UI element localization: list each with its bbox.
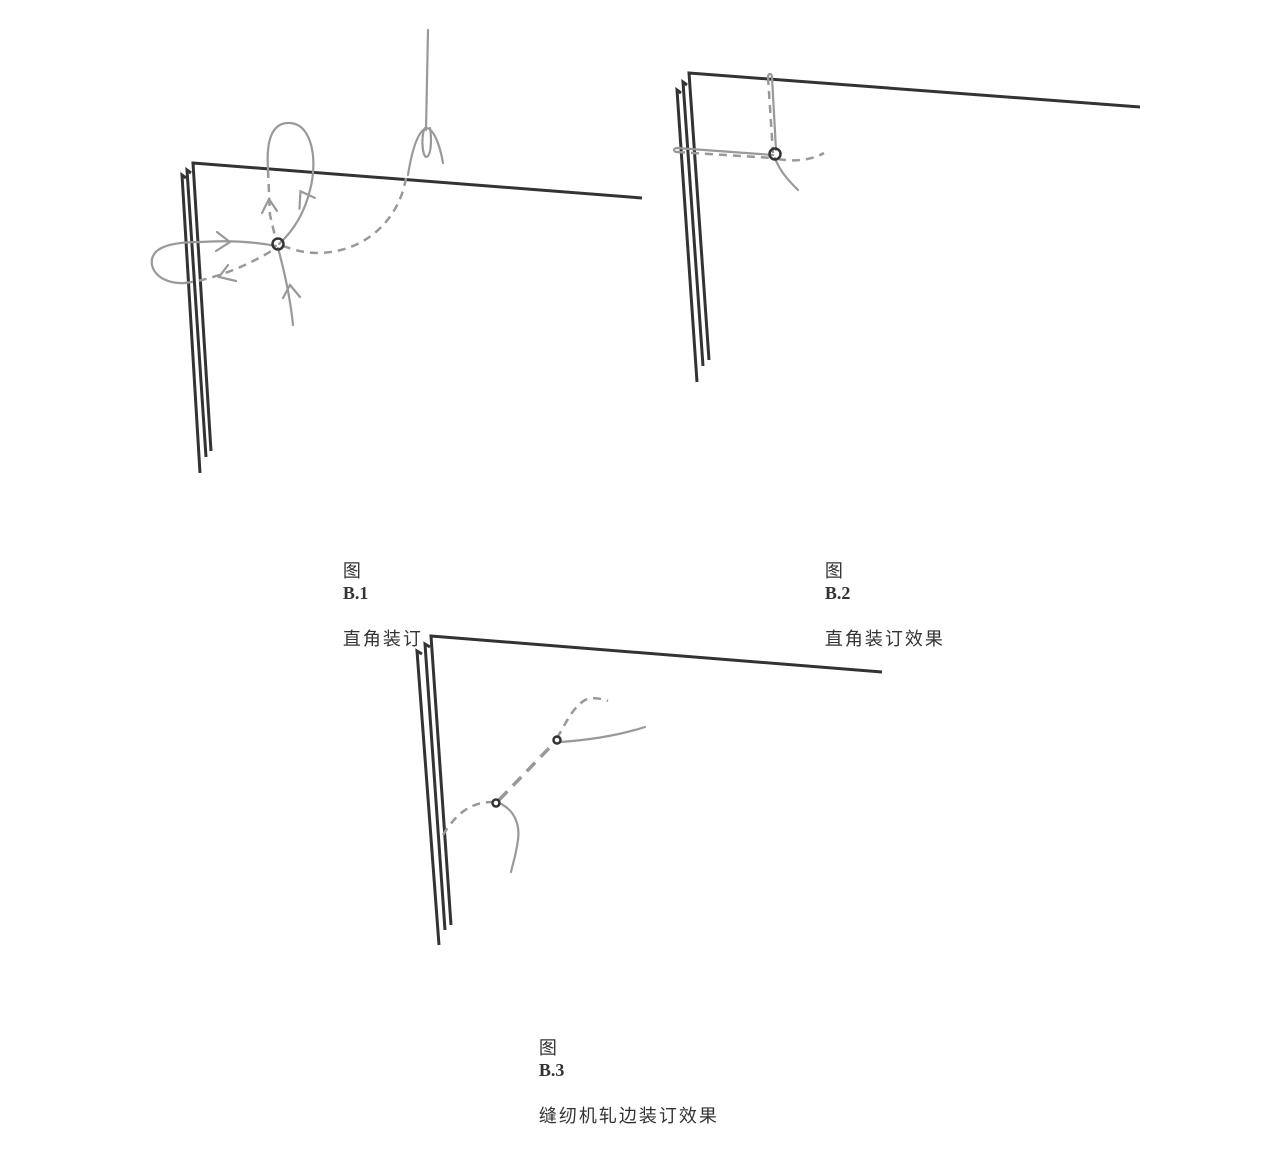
thread-left-dash bbox=[184, 246, 277, 285]
caption-prefix: 图 bbox=[824, 561, 845, 582]
needle-icon bbox=[406, 28, 445, 177]
caption-title: 直角装订 bbox=[342, 629, 423, 650]
thread-lower-tail bbox=[497, 801, 520, 874]
caption-title: 直角装订效果 bbox=[824, 629, 945, 650]
caption-number: B.2 bbox=[824, 583, 851, 603]
page-stack bbox=[675, 71, 1141, 383]
thread-top-dash bbox=[766, 76, 775, 154]
thread-back-path bbox=[279, 177, 408, 255]
machine-stitch-line bbox=[497, 740, 557, 802]
figure-b2: 图 B.2 直角装订效果 bbox=[0, 0, 1280, 650]
figure-b2-caption: 图 B.2 直角装订效果 bbox=[794, 536, 945, 672]
caption-number: B.1 bbox=[342, 583, 369, 603]
page-stack bbox=[180, 161, 643, 474]
caption-title: 缝纫机轧边装订效果 bbox=[538, 1106, 719, 1127]
page-stack bbox=[415, 634, 883, 946]
thread-tail bbox=[773, 156, 800, 192]
arrow-up-icon bbox=[260, 196, 279, 215]
thread-lower-dash bbox=[441, 800, 493, 836]
sewing-hole bbox=[768, 147, 782, 161]
arrow-left-icon bbox=[217, 263, 238, 283]
caption-prefix: 图 bbox=[538, 1038, 559, 1059]
thread-bottom-strand bbox=[276, 246, 295, 327]
arrow-right-icon bbox=[214, 230, 232, 253]
figure-b3: 图 B.3 缝纫机轧边装订效果 bbox=[415, 634, 883, 1127]
thread-upper-dash bbox=[555, 696, 609, 739]
sewing-hole-2 bbox=[552, 735, 562, 745]
sewing-hole-1 bbox=[491, 798, 501, 808]
thread-left-dash bbox=[676, 150, 774, 160]
figure-b1: 图 B.1 直角装订 bbox=[0, 0, 660, 650]
thread-left-loop bbox=[150, 240, 278, 285]
thread-upper-tail bbox=[558, 725, 647, 744]
figure-b3-diagram bbox=[415, 634, 883, 946]
caption-number: B.3 bbox=[538, 1060, 565, 1080]
arrow-up-icon-2 bbox=[281, 283, 302, 300]
thread-top-stitch bbox=[766, 72, 778, 152]
thread-top-dash bbox=[266, 169, 278, 241]
thread-top-loop bbox=[266, 121, 315, 246]
arrow-down-icon bbox=[298, 189, 316, 210]
figure-b1-diagram bbox=[150, 28, 643, 474]
direction-arrows bbox=[214, 189, 316, 300]
thread-tail-dash bbox=[777, 151, 825, 162]
caption-prefix: 图 bbox=[342, 561, 363, 582]
thread-left-stitch bbox=[672, 146, 775, 157]
figure-b2-diagram bbox=[672, 71, 1141, 383]
sewing-hole bbox=[271, 237, 285, 251]
figure-b1-caption: 图 B.1 直角装订 bbox=[312, 536, 423, 672]
figure-b3-caption: 图 B.3 缝纫机轧边装订效果 bbox=[508, 1013, 719, 1149]
